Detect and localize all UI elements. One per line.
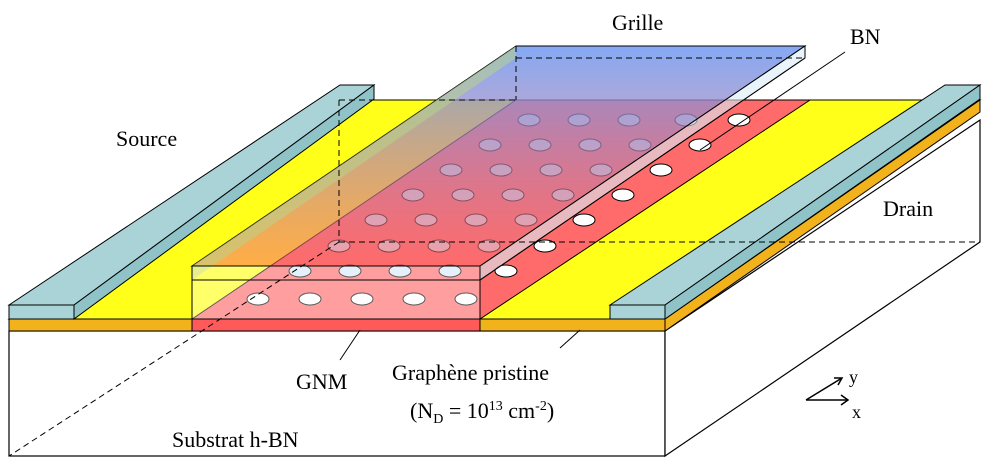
bn-label: BN bbox=[850, 24, 881, 49]
gate-front-face bbox=[191, 265, 481, 320]
bn-layer-band bbox=[192, 46, 516, 280]
grille-label: Grille bbox=[612, 10, 663, 35]
gnm-hole bbox=[494, 264, 518, 278]
gnm-hole bbox=[649, 163, 673, 177]
gnm-hole bbox=[298, 292, 322, 306]
axis-x-label: x bbox=[852, 402, 861, 422]
gate-side-edge bbox=[479, 57, 806, 281]
gnm-hole bbox=[246, 292, 270, 306]
gnm-hole bbox=[402, 292, 426, 306]
source-contact-side bbox=[73, 84, 375, 320]
gnm-hole bbox=[572, 213, 596, 227]
electrode-side-edge bbox=[664, 99, 981, 332]
gnm-hole bbox=[727, 113, 751, 127]
drain-contact-front bbox=[609, 304, 666, 320]
axis-y-label: y bbox=[849, 367, 858, 387]
axis-indicator bbox=[805, 377, 850, 406]
gnm-hole bbox=[611, 188, 635, 202]
substrate-label: Substrat h-BN bbox=[172, 427, 299, 452]
gnm-hole bbox=[350, 292, 374, 306]
gnm-hole bbox=[454, 292, 478, 306]
drain-label: Drain bbox=[883, 196, 933, 221]
graphene-front-edge bbox=[191, 318, 481, 332]
pointer-lines bbox=[339, 51, 846, 361]
gnm-hole bbox=[688, 138, 712, 152]
drain-contact-side bbox=[664, 84, 981, 320]
hidden-edges bbox=[8, 46, 980, 457]
gnm-label: GNM bbox=[296, 369, 347, 394]
doping-label: (ND = 1013 cm-2) bbox=[410, 398, 554, 427]
source-contact-front bbox=[8, 304, 75, 320]
source-label: Source bbox=[116, 126, 177, 151]
gnm-hole bbox=[533, 239, 557, 253]
graphene-pristine-label: Graphène pristine bbox=[392, 360, 549, 385]
gnm-hole-lattice bbox=[246, 113, 751, 306]
substrate-front-face bbox=[8, 330, 666, 457]
